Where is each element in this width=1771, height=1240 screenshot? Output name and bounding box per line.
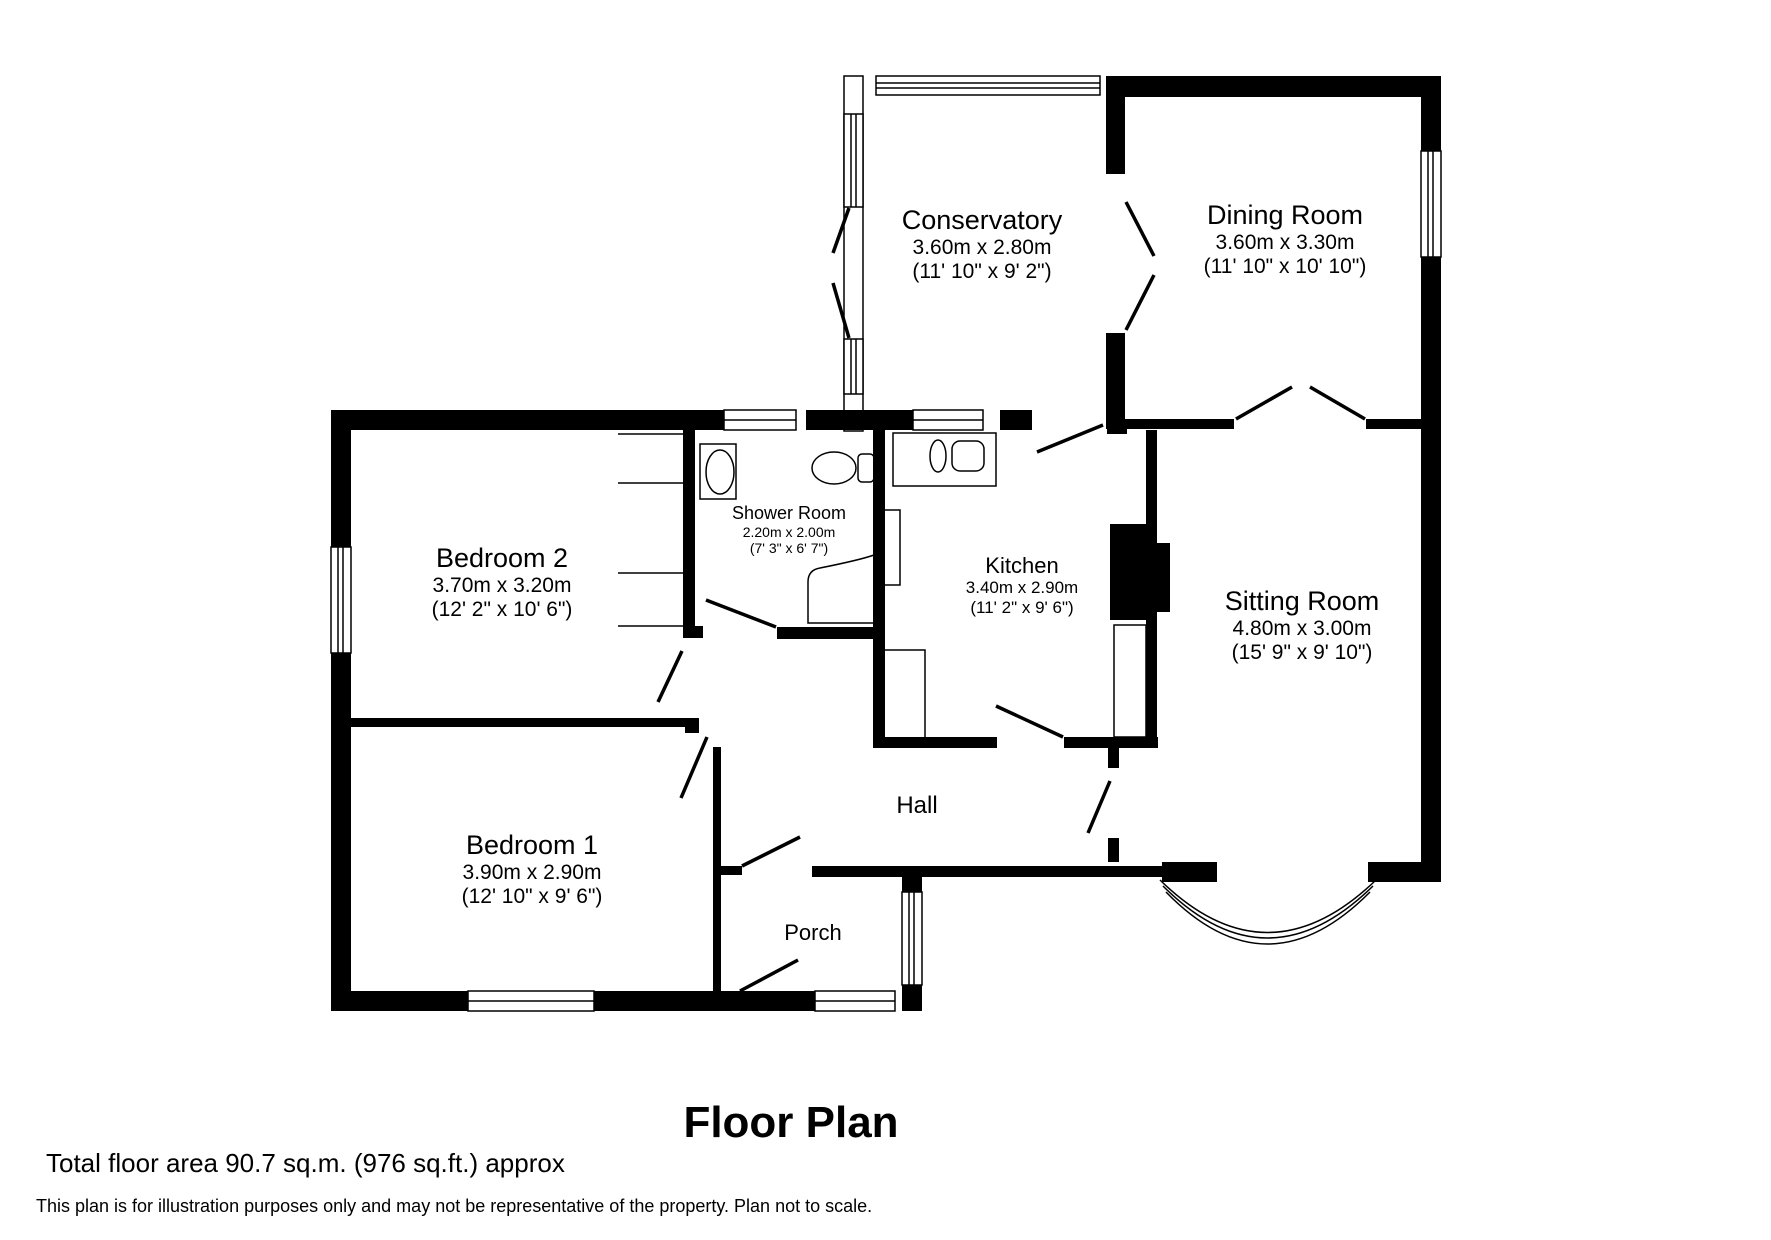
- conservatory-left-window-lower: [843, 338, 864, 395]
- room-shower: Shower Room 2.20m x 2.00m (7' 3" x 6' 7"…: [732, 503, 846, 556]
- room-sitting: Sitting Room 4.80m x 3.00m (15' 9" x 9' …: [1225, 586, 1380, 665]
- room-name: Shower Room: [731, 503, 847, 523]
- walls: [331, 76, 1441, 1011]
- room-name: Bedroom 1: [465, 830, 599, 860]
- page-title: Floor Plan: [683, 1098, 899, 1147]
- dining-window: [1420, 150, 1442, 258]
- room-bedroom-2: Bedroom 2 3.70m x 3.20m (12' 2" x 10' 6"…: [432, 543, 573, 622]
- room-dim-imperial: (11' 2" x 9' 6"): [970, 597, 1074, 617]
- room-dim-imperial: (11' 10" x 10' 10"): [1203, 255, 1367, 279]
- shower-tray: [807, 553, 875, 624]
- room-name: Conservatory: [901, 205, 1063, 235]
- fixtures: [618, 432, 1147, 738]
- conservatory-top-window: [875, 75, 1101, 96]
- room-name: Porch: [784, 920, 842, 945]
- room-name: Bedroom 2: [435, 543, 569, 573]
- conservatory-left-window-upper: [843, 113, 864, 208]
- room-dim-imperial: (7' 3" x 6' 7"): [749, 539, 829, 556]
- porch-side-window: [901, 891, 923, 986]
- room-name: Hall: [896, 792, 938, 819]
- windows: [330, 75, 1442, 1012]
- room-name: Dining Room: [1206, 200, 1364, 230]
- room-dim-metric: 3.70m x 3.20m: [432, 574, 572, 598]
- room-name: Kitchen: [985, 553, 1059, 578]
- room-dim-metric: 3.40m x 2.90m: [965, 578, 1079, 598]
- room-dim-imperial: (12' 2" x 10' 6"): [431, 598, 573, 622]
- toilet: [811, 451, 857, 485]
- sink-unit: [892, 432, 997, 487]
- room-bedroom-1: Bedroom 1 3.90m x 2.90m (12' 10" x 9' 6"…: [462, 830, 603, 909]
- room-dim-imperial: (12' 10" x 9' 6"): [461, 885, 603, 909]
- basin: [699, 443, 737, 500]
- room-dim-metric: 3.60m x 2.80m: [912, 236, 1052, 260]
- room-hall: Hall: [896, 792, 937, 820]
- room-dim-imperial: (15' 9" x 9' 10"): [1231, 641, 1373, 665]
- bay-window: [1159, 879, 1377, 945]
- total-floor-area: Total floor area 90.7 sq.m. (976 sq.ft.)…: [46, 1148, 565, 1178]
- room-dim-metric: 2.20m x 2.00m: [742, 523, 836, 540]
- room-dim-metric: 3.60m x 3.30m: [1215, 231, 1355, 255]
- room-name: Sitting Room: [1224, 586, 1380, 616]
- room-dim-metric: 3.90m x 2.90m: [462, 861, 602, 885]
- room-dim-imperial: (11' 10" x 9' 2"): [912, 260, 1052, 284]
- room-dining: Dining Room 3.60m x 3.30m (11' 10" x 10'…: [1204, 200, 1367, 279]
- doors: [656, 201, 1366, 993]
- room-conservatory: Conservatory 3.60m x 2.80m (11' 10" x 9'…: [902, 205, 1063, 284]
- room-kitchen: Kitchen 3.40m x 2.90m (11' 2" x 9' 6"): [966, 553, 1078, 617]
- disclaimer: This plan is for illustration purposes o…: [36, 1196, 873, 1216]
- room-porch: Porch: [784, 920, 841, 945]
- bedroom2-window: [330, 546, 352, 654]
- room-dim-metric: 4.80m x 3.00m: [1232, 617, 1372, 641]
